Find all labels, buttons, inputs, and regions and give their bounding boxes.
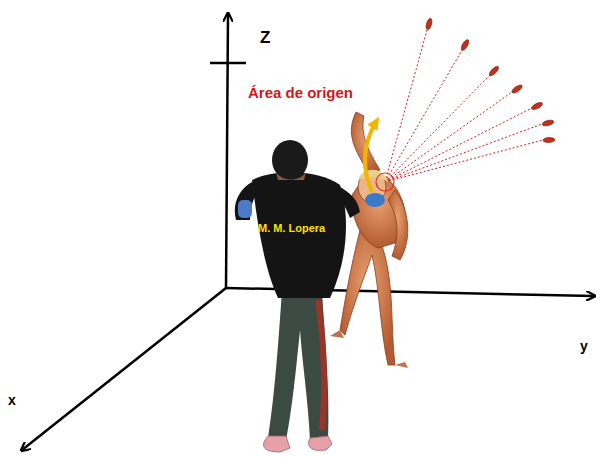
rotation-arrow	[365, 122, 376, 192]
region-label: Área de origen	[248, 84, 353, 101]
markers	[425, 18, 555, 143]
axis-label: x	[8, 392, 16, 408]
axis-label: y	[580, 338, 588, 354]
fighter-figure	[235, 140, 360, 452]
axes	[22, 14, 594, 450]
trajectory-lines	[385, 30, 543, 182]
person-label: M. M. Lopera	[258, 222, 325, 234]
axis-label: Z	[260, 28, 270, 48]
